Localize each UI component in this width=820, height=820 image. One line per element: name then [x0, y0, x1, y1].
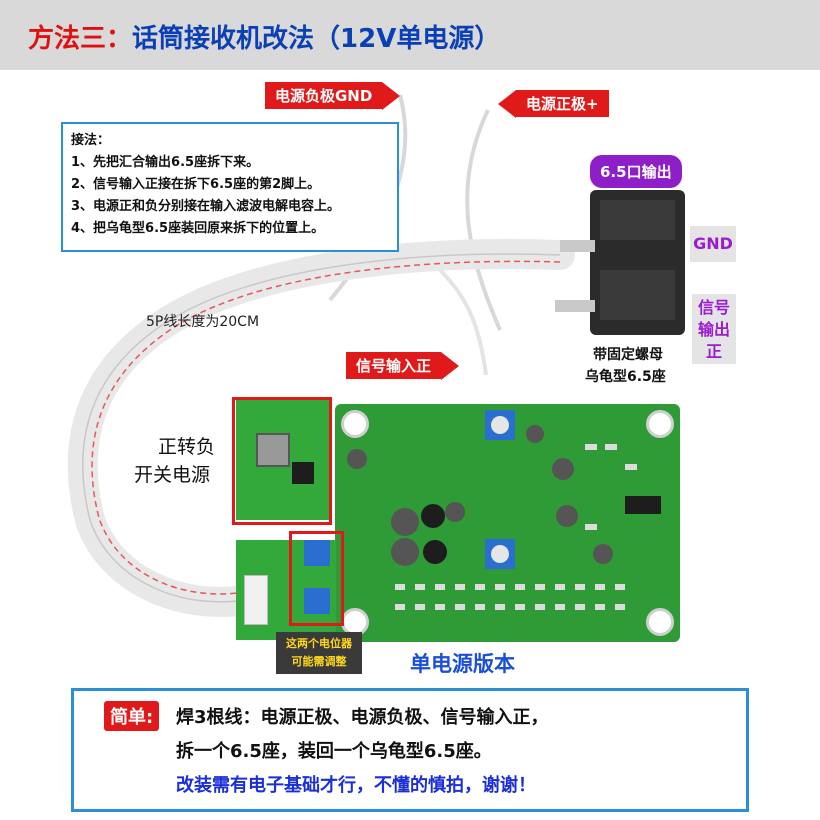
- header-bar: [0, 0, 820, 70]
- mount-hole: [646, 410, 674, 438]
- converter-label-line1: 正转负: [158, 436, 216, 458]
- mount-hole: [341, 410, 369, 438]
- summary-badge: 简单:: [104, 701, 160, 731]
- ic-chip: [292, 462, 314, 484]
- instruction-step-1: 1、先把汇合输出6.5座拆下来。: [71, 155, 260, 170]
- converter-highlight: [232, 397, 332, 525]
- pot-adjust-note: 这两个电位器 可能需调整: [276, 632, 362, 674]
- summary-box: 简单: 焊3根线：电源正极、电源负极、信号输入正， 拆一个6.5座，装回一个乌龟…: [71, 688, 749, 812]
- mount-hole: [646, 608, 674, 636]
- page-title: 方法三：话筒接收机改法（12V单电源）: [28, 18, 500, 55]
- potentiometer: [304, 540, 330, 566]
- converter-board: [236, 400, 332, 520]
- instruction-step-3: 3、电源正和负分别接在输入滤波电解电容上。: [71, 199, 341, 214]
- jack-gnd-label: GND: [690, 226, 736, 262]
- jack-caption-line2: 乌龟型6.5座: [585, 369, 666, 385]
- summary-line1: 焊3根线：电源正极、电源负极、信号输入正，: [176, 707, 549, 728]
- jack-signal-out-label: 信号输出正: [692, 294, 736, 364]
- pcb-board: [335, 404, 680, 642]
- connector-5p: [244, 575, 268, 625]
- instruction-heading: 接法：: [71, 133, 111, 148]
- potentiometer: [304, 588, 330, 614]
- pos-wire: [465, 109, 502, 331]
- converter-label-line2: 开关电源: [134, 464, 211, 486]
- instruction-box: 接法： 1、先把汇合输出6.5座拆下来。 2、信号输入正接在拆下6.5座的第2脚…: [61, 122, 399, 252]
- pot-adjust-note-line1: 这两个电位器: [286, 637, 352, 650]
- pot-adjust-note-line2: 可能需调整: [291, 655, 347, 668]
- title-prefix: 方法三：: [28, 24, 133, 54]
- summary-line2: 拆一个6.5座，装回一个乌龟型6.5座。: [176, 741, 492, 762]
- ribbon-cable: [67, 239, 575, 617]
- title-main: 话筒接收机改法（12V单电源）: [132, 24, 501, 54]
- jack-output-title: 6.5口输出: [590, 155, 682, 188]
- pcb-components: [347, 410, 661, 610]
- inductor: [256, 433, 290, 467]
- instruction-step-4: 4、把乌龟型6.5座装回原来拆下的位置上。: [71, 221, 325, 236]
- summary-line3: 改装需有电子基础才行，不懂的慎拍，谢谢！: [176, 775, 536, 796]
- pot-highlight: [289, 531, 344, 626]
- version-label: 单电源版本: [410, 652, 515, 676]
- tag-pos-power: 电源正极+: [498, 90, 609, 118]
- tag-signal-input: 信号输入正: [346, 352, 460, 380]
- jack-body: [555, 190, 685, 335]
- signal-wire: [438, 268, 488, 376]
- cable-length-label: 5P线长度为20CM: [146, 314, 260, 330]
- tag-gnd-power: 电源负极GND: [265, 82, 401, 110]
- jack-caption-line1: 带固定螺母: [593, 347, 663, 363]
- instruction-step-2: 2、信号输入正接在拆下6.5座的第2脚上。: [71, 177, 321, 192]
